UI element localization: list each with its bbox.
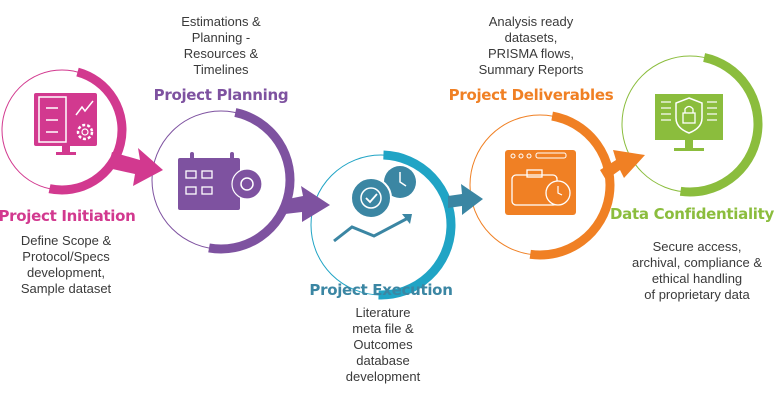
stage-progress-arc-deliverables bbox=[529, 111, 615, 260]
calendar-gear-icon bbox=[178, 152, 263, 210]
lock-body bbox=[682, 112, 696, 124]
calendar-cell bbox=[185, 170, 197, 179]
desc-line: Define Scope & bbox=[20, 233, 112, 248]
calendar-ring bbox=[190, 152, 194, 164]
flow-arrow-4 bbox=[600, 150, 645, 180]
flow-arrow-2 bbox=[283, 186, 330, 222]
flow-arrow-1 bbox=[108, 148, 163, 186]
clock-hands bbox=[557, 186, 563, 196]
calendar bbox=[178, 158, 240, 210]
stage-title-planning: Project Planning bbox=[153, 86, 289, 104]
desc-line: Estimations & bbox=[181, 14, 261, 29]
briefcase-handle bbox=[526, 169, 543, 178]
window-dot bbox=[518, 153, 524, 159]
monitor-base bbox=[56, 152, 76, 155]
calendar-cell bbox=[201, 186, 213, 195]
stage-progress-arc-execution bbox=[378, 150, 456, 300]
desc-line: Sample dataset bbox=[20, 281, 112, 296]
desc-line: Outcomes bbox=[353, 337, 413, 352]
desc-line: meta file & bbox=[352, 321, 414, 336]
trend-arrowhead bbox=[402, 214, 412, 224]
gear-hub bbox=[81, 128, 89, 136]
monitor-neck bbox=[685, 140, 693, 148]
monitor-neck bbox=[62, 146, 70, 152]
desc-line: archival, compliance & bbox=[631, 255, 763, 270]
gear bbox=[350, 177, 392, 219]
shield-lock-monitor-icon bbox=[655, 94, 723, 151]
stage-progress-arc-planning bbox=[208, 108, 295, 254]
window-dot bbox=[510, 153, 516, 159]
monitor-chart-gear-icon bbox=[34, 93, 97, 155]
stage-desc-initiation: Define Scope & Protocol/Specs developmen… bbox=[21, 233, 111, 297]
monitor-base bbox=[674, 148, 704, 151]
desc-line: PRISMA flows, bbox=[488, 46, 574, 61]
desc-line: datasets, bbox=[504, 30, 558, 45]
desc-line: of proprietary data bbox=[644, 287, 750, 302]
desc-line: development, bbox=[26, 265, 106, 280]
stage-desc-planning: Estimations & Planning - Resources & Tim… bbox=[181, 14, 260, 78]
calendar-cell bbox=[201, 170, 213, 179]
flow-arrow-3 bbox=[448, 184, 483, 215]
desc-line: Resources & bbox=[183, 46, 259, 61]
gear-ring bbox=[360, 187, 382, 209]
stage-progress-arc-confidentiality bbox=[679, 53, 763, 197]
stage-desc-execution: Literature meta file & Outcomes database… bbox=[346, 305, 420, 385]
stage-title-confidentiality: Data Confidentiality bbox=[609, 205, 775, 223]
desc-line: Analysis ready bbox=[488, 14, 574, 29]
shield bbox=[675, 97, 703, 134]
stage-title-execution: Project Execution bbox=[309, 281, 453, 299]
desc-line: ethical handling bbox=[651, 271, 743, 286]
desc-line: development bbox=[345, 369, 421, 384]
desc-line: Secure access, bbox=[652, 239, 742, 254]
check-mark bbox=[365, 193, 378, 204]
desc-line: Literature bbox=[355, 305, 411, 320]
gear-hub bbox=[240, 177, 254, 191]
trend-line bbox=[75, 100, 94, 116]
desc-line: Timelines bbox=[193, 62, 249, 77]
calendar-cell bbox=[185, 186, 197, 195]
stage-title-initiation: Project Initiation bbox=[0, 207, 136, 225]
window-dot bbox=[526, 153, 532, 159]
document bbox=[38, 96, 67, 143]
clock-hands bbox=[399, 172, 407, 187]
gear bbox=[76, 123, 94, 141]
desc-line: Protocol/Specs bbox=[22, 249, 110, 264]
stage-title-deliverables: Project Deliverables bbox=[448, 86, 614, 104]
trend-arrow bbox=[333, 215, 411, 243]
stage-progress-arc-initiation bbox=[48, 67, 127, 195]
desc-line: database bbox=[356, 353, 410, 368]
stage-desc-confidentiality: Secure access, archival, compliance & et… bbox=[632, 239, 762, 303]
briefcase-clock-window-icon bbox=[505, 150, 576, 215]
gear-clock-trend-icon bbox=[333, 166, 416, 243]
address-bar bbox=[535, 152, 567, 159]
lock-shackle bbox=[684, 105, 694, 113]
stage-desc-deliverables: Analysis ready datasets, PRISMA flows, S… bbox=[479, 14, 584, 78]
desc-line: Summary Reports bbox=[478, 62, 584, 77]
gear bbox=[231, 168, 263, 200]
desc-line: Planning - bbox=[191, 30, 251, 45]
calendar-ring bbox=[230, 152, 234, 164]
